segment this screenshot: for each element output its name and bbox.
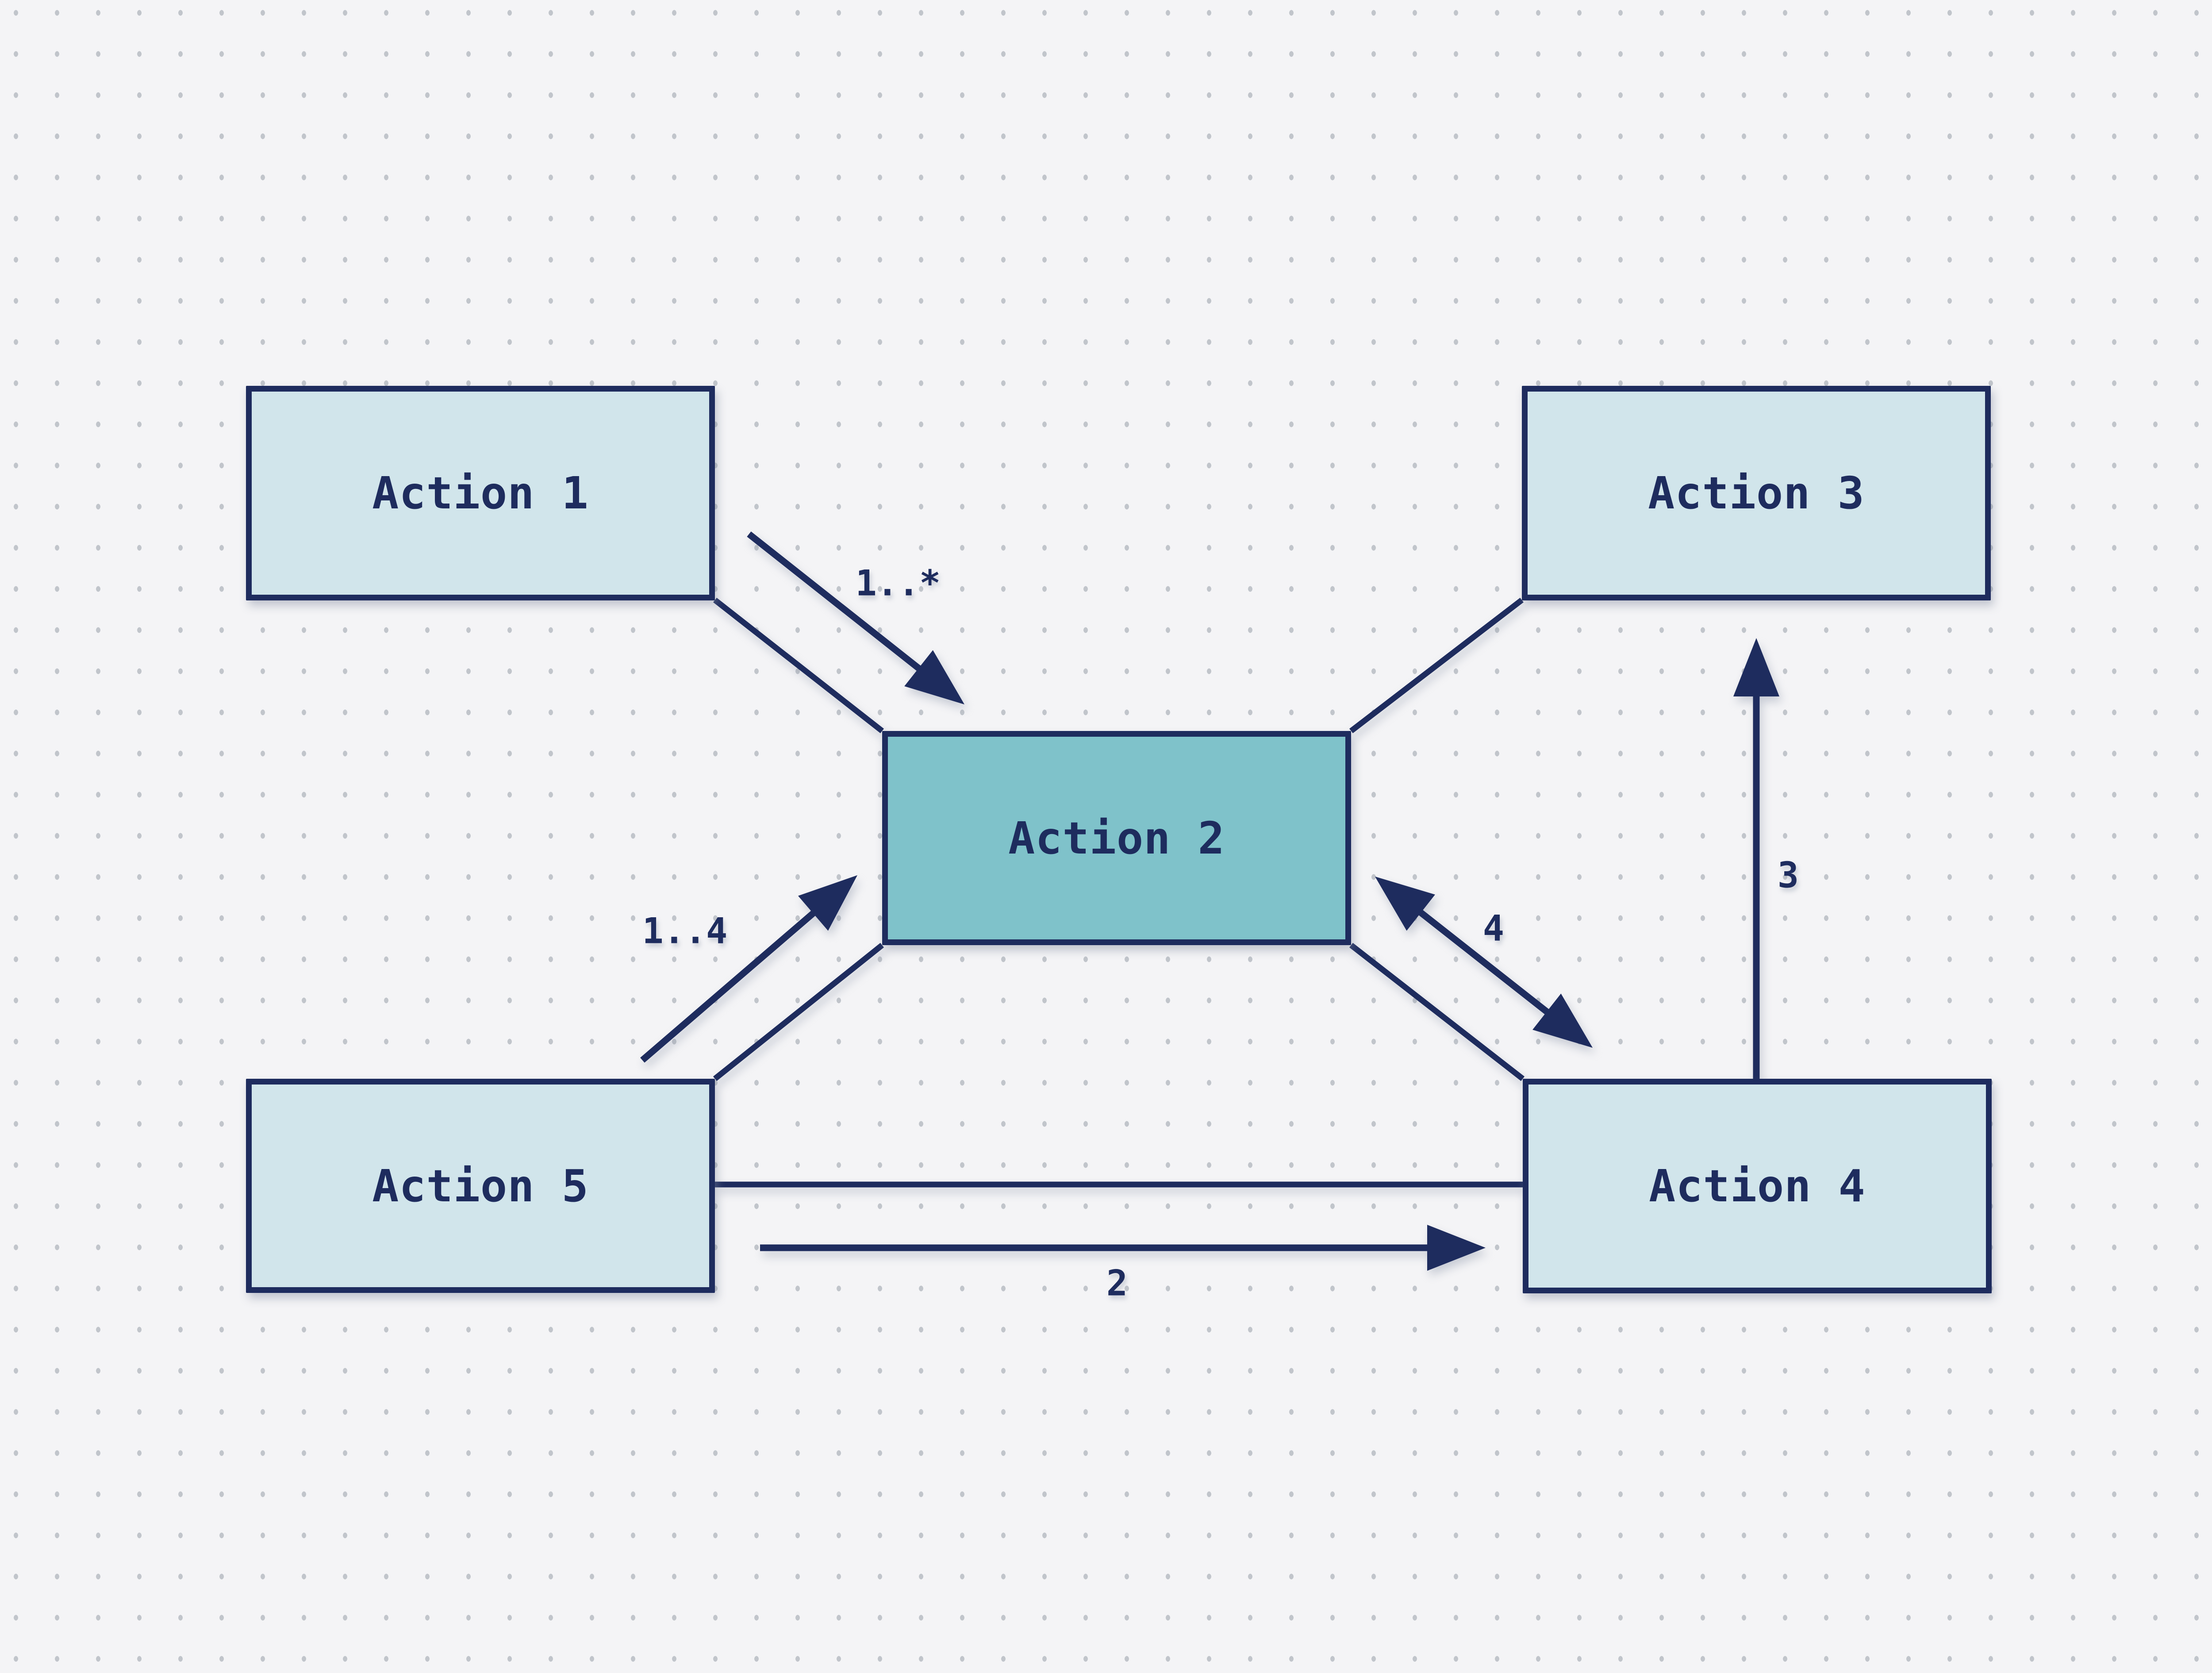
node-action-3-label: Action 3 [1648,467,1865,519]
connector-action-2-action-4[interactable] [1349,942,1525,1081]
node-action-4[interactable]: Action 4 [1523,1079,1992,1293]
node-action-5-label: Action 5 [372,1160,589,1212]
arrow-shaft[interactable] [747,531,942,688]
connector-action-2-action-3[interactable] [1349,597,1524,734]
node-action-2[interactable]: Action 2 [882,731,1351,945]
edge-label-multiplicity-1-star: 1..* [855,562,941,604]
node-action-4-label: Action 4 [1649,1160,1866,1212]
arrowhead [798,875,857,931]
node-action-1-label: Action 1 [372,467,589,519]
edge-label-4: 4 [1482,908,1505,949]
arrow-shaft[interactable] [640,892,836,1063]
node-action-3[interactable]: Action 3 [1522,386,1991,600]
arrow-action-5-action-4[interactable] [760,1225,1486,1271]
arrowhead [1532,993,1593,1048]
arrowhead [904,650,964,704]
arrow-action-2-action-4[interactable] [1375,877,1593,1048]
arrowhead [1427,1225,1486,1271]
edge-label-3: 3 [1777,854,1799,896]
arrow-action-4-action-3[interactable] [1733,638,1779,1079]
node-action-2-label: Action 2 [1008,812,1225,864]
arrowhead [1733,638,1779,696]
arrow-action-1-action-2[interactable] [747,531,964,704]
node-action-1[interactable]: Action 1 [246,386,715,600]
node-action-5[interactable]: Action 5 [246,1079,715,1293]
arrow-action-5-action-2[interactable] [640,875,857,1063]
connector-action-1-action-2[interactable] [713,597,884,734]
edge-label-multiplicity-1-4: 1..4 [642,910,728,952]
connector-action-5-action-2[interactable] [713,942,884,1081]
arrowhead [1375,877,1435,931]
arrow-shaft[interactable] [1397,893,1571,1031]
edge-label-2: 2 [1106,1262,1128,1304]
